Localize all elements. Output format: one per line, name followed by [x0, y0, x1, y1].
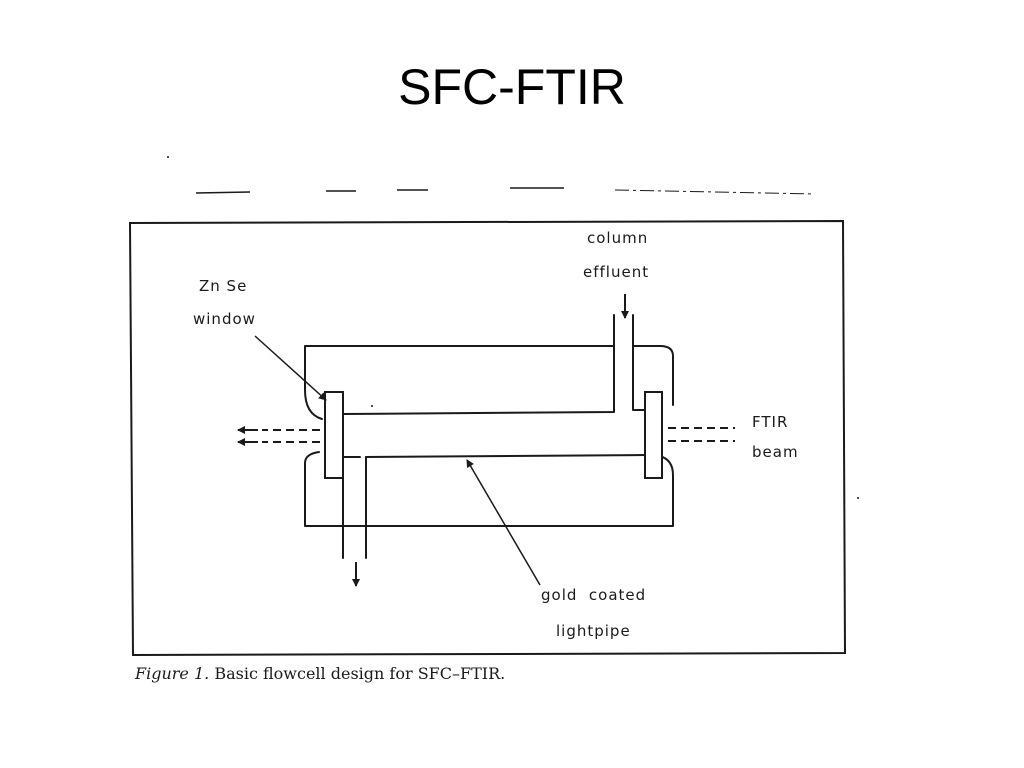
label-column: column [587, 229, 648, 247]
znse-leader-line [254, 335, 327, 401]
figure-frame [128, 219, 847, 657]
label-beam: beam [752, 443, 799, 461]
label-window: window [193, 310, 256, 328]
scan-speck [857, 497, 859, 499]
label-effluent: effluent [583, 263, 649, 281]
lightpipe-channel [342, 314, 646, 458]
scan-speck [167, 156, 169, 158]
label-gold-coated: gold coated [541, 586, 646, 604]
caption-text: Basic flowcell design for SFC–FTIR. [209, 664, 505, 683]
label-znse: Zn Se [199, 277, 247, 295]
lightpipe-leader-line [466, 459, 541, 586]
figure-caption: Figure 1. Basic flowcell design for SFC–… [134, 664, 505, 683]
flowcell-body [304, 345, 674, 527]
left-znse-window [324, 391, 344, 479]
ftir-beam-out [237, 426, 320, 446]
outlet-tube [342, 456, 367, 559]
scan-speck [371, 405, 373, 407]
label-ftir: FTIR [752, 413, 788, 431]
label-lightpipe: lightpipe [556, 622, 631, 640]
caption-lead: Figure 1. [134, 664, 209, 683]
right-znse-window [644, 391, 663, 479]
scan-dash-marks [195, 187, 816, 195]
slide-title: SFC-FTIR [398, 59, 626, 115]
ftir-beam-in [668, 427, 735, 442]
